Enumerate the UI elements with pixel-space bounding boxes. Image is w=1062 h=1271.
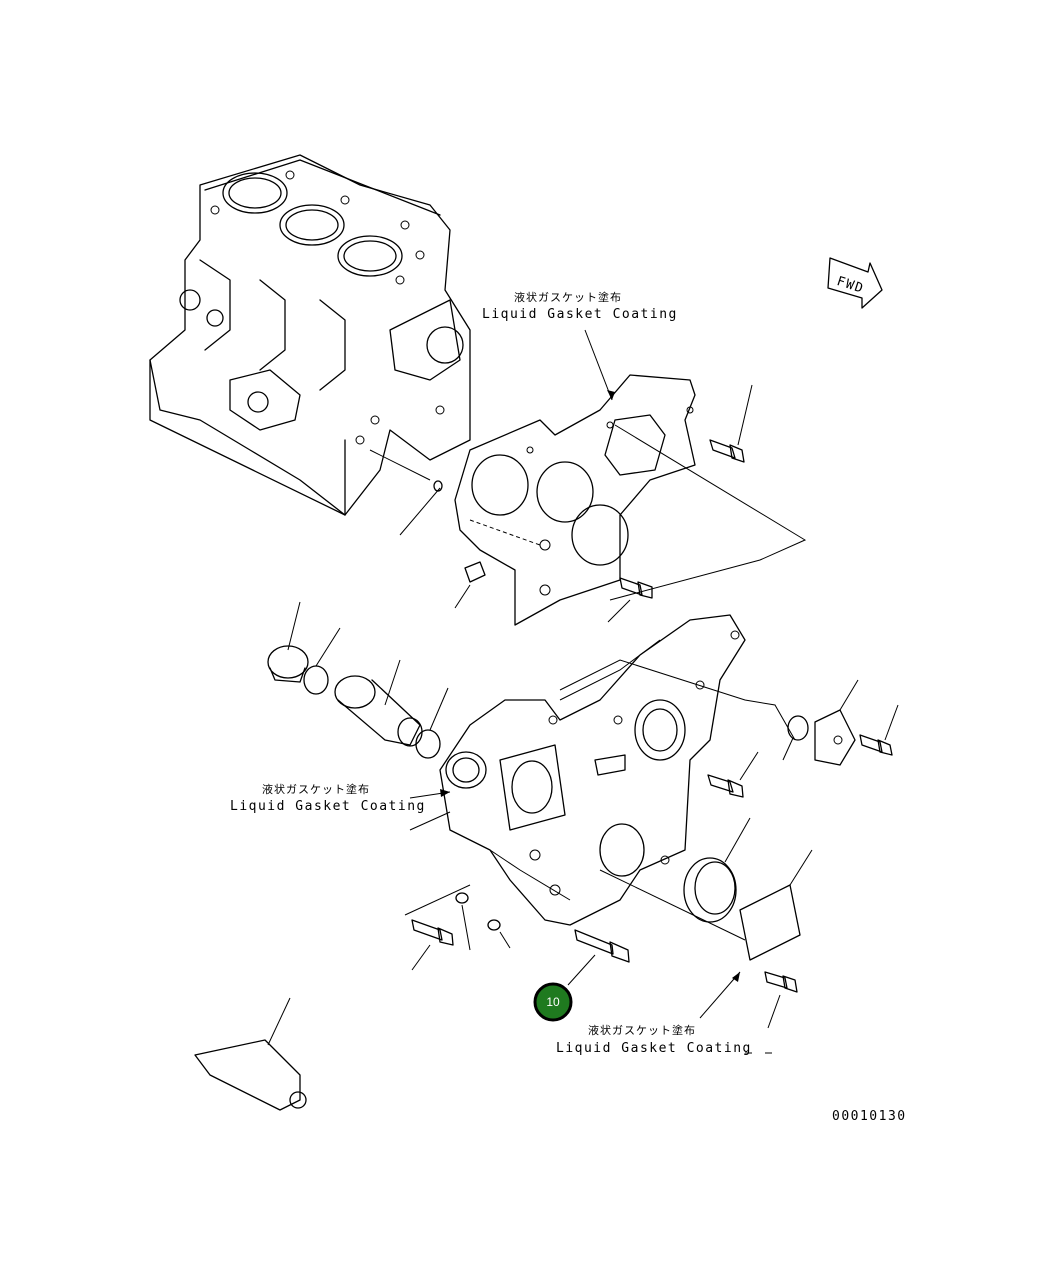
o-ring [303,627,341,695]
coating-label-left: 液状ガスケット塗布 Liquid Gasket Coating [230,782,451,814]
coating-en-text: Liquid Gasket Coating [482,307,678,322]
fwd-label: FWD [835,274,866,297]
leader-line [409,811,451,831]
bolt [411,919,454,971]
bolt [764,971,798,1029]
plug [782,715,809,761]
assembly-line [404,884,471,916]
bolt [607,577,653,623]
gear-case [439,614,746,926]
o-ring [415,687,449,759]
cylinder-block [149,154,471,516]
dowel-sleeve [454,561,486,609]
drawing-number: 00010130 [832,1109,907,1124]
sleeve [334,659,423,747]
coating-label-bottom: 液状ガスケット塗布 Liquid Gasket Coating [556,971,772,1056]
callout-10[interactable]: 10 [533,982,573,1022]
front-plate [454,374,696,626]
coating-label-top: 液状ガスケット塗布 Liquid Gasket Coating [482,290,678,401]
assembly-line [369,449,431,481]
screw [487,919,511,949]
assembly-line [559,659,796,741]
screw [455,892,471,951]
coating-jp-text: 液状ガスケット塗布 [262,782,370,796]
bolt [859,704,899,756]
coating-en-text: Liquid Gasket Coating [230,799,426,814]
assembly-line [599,869,746,941]
coating-jp-text: 液状ガスケット塗布 [514,290,622,304]
oil-seal [683,817,751,923]
coating-en-text: Liquid Gasket Coating [556,1041,752,1056]
cover-plate [739,849,813,961]
leader-line [399,487,441,536]
cover-plate [814,679,859,766]
bolt [707,751,759,798]
bolt [567,929,630,986]
dowel-pin [433,480,443,492]
assembly-line [609,424,807,601]
cap [267,601,309,683]
gasket-tube [194,997,307,1111]
callout-label: 10 [546,995,560,1009]
bolt [709,384,753,463]
coating-jp-text: 液状ガスケット塗布 [588,1023,696,1037]
fwd-arrow-icon: FWD [827,257,883,309]
